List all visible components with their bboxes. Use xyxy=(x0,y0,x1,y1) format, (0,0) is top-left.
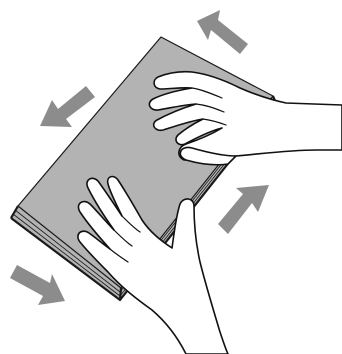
arrow-up-right-icon xyxy=(218,185,269,234)
arrow-up-left-icon xyxy=(197,10,248,54)
arrow-down-left-icon xyxy=(40,86,95,127)
arrow-down-right-icon xyxy=(10,265,65,305)
